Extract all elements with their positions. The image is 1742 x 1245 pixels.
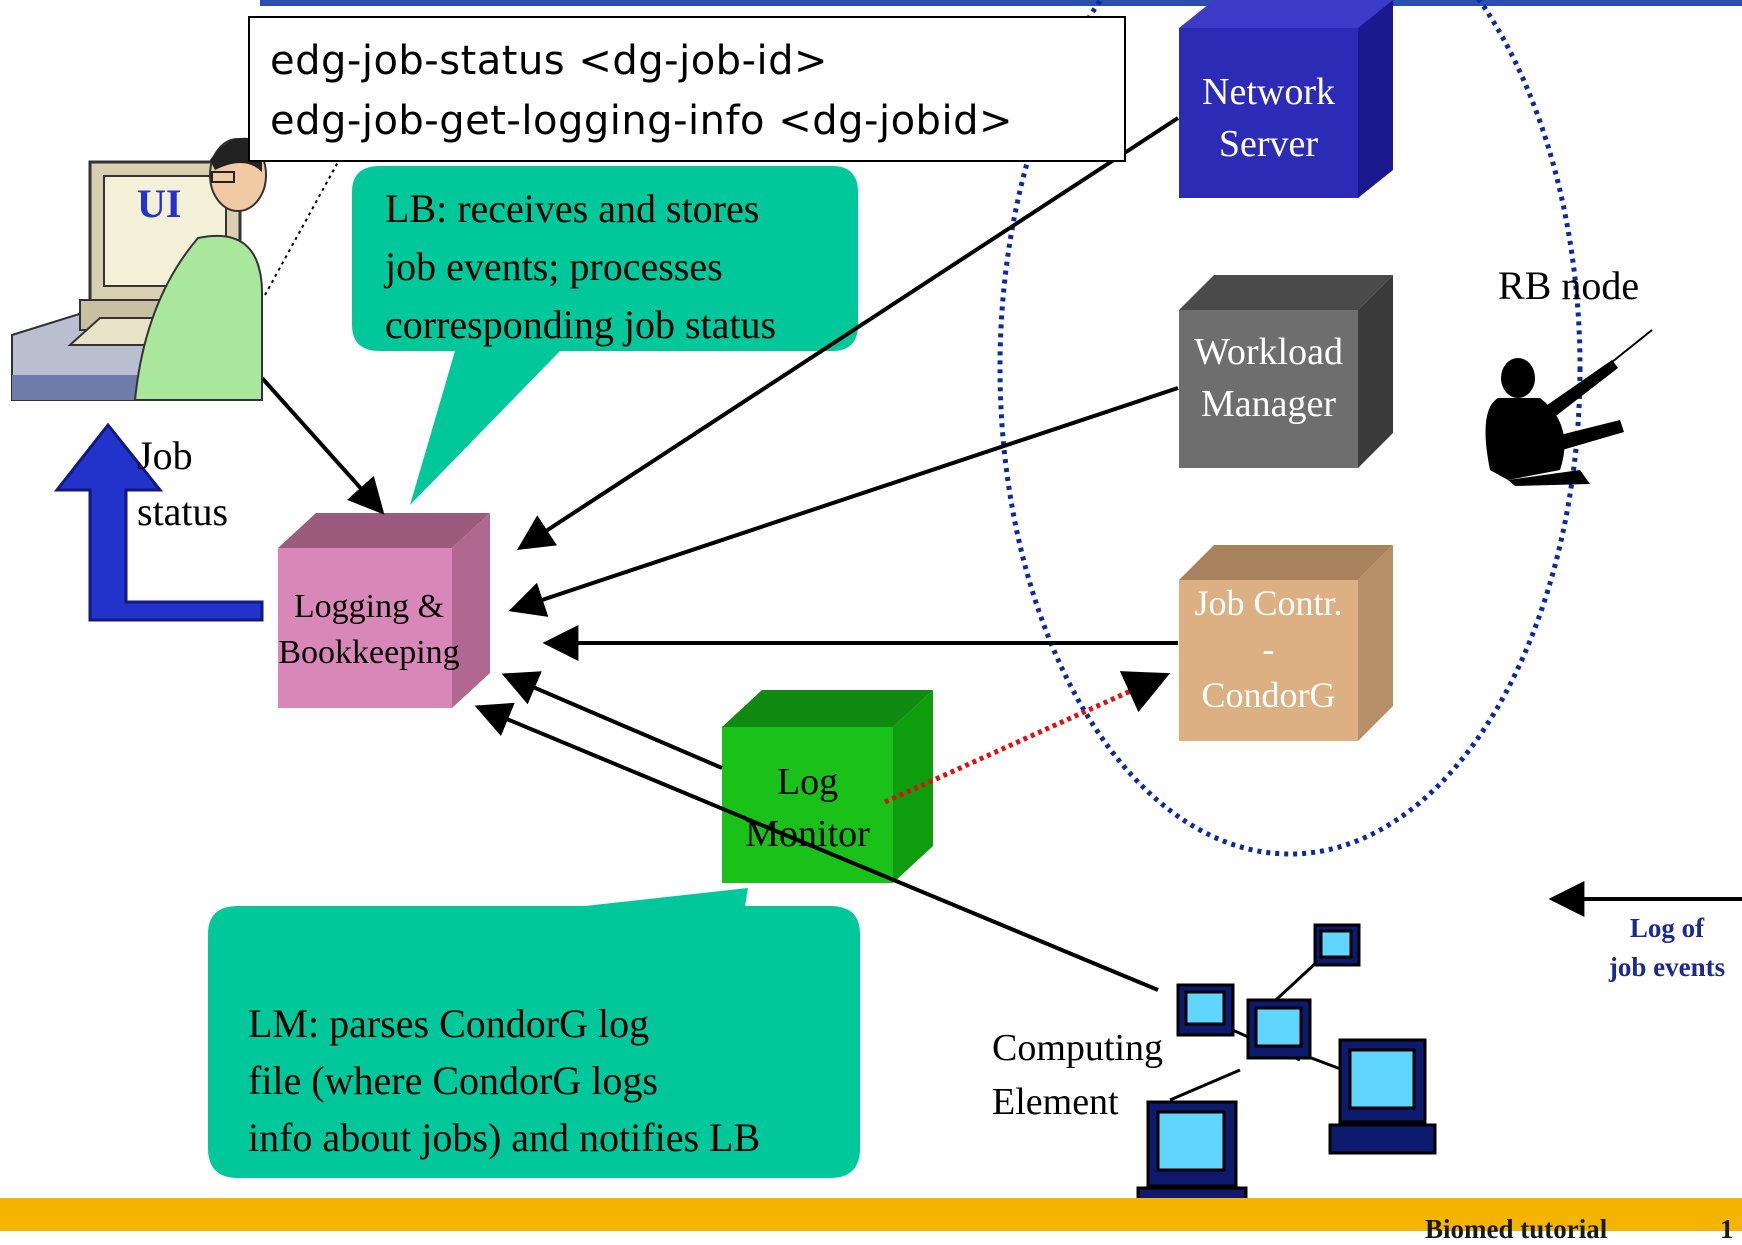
legend-label-line-2: job events (1608, 952, 1726, 982)
logging-bookkeeping-label-line-1: Logging & (293, 588, 445, 625)
arrow-ui-to-lb (260, 376, 385, 515)
job-controller-label-line-2: - (1262, 629, 1275, 669)
job-controller-label-line-3: CondorG (1201, 675, 1336, 715)
job-controller-label: Job Contr. - CondorG (1179, 580, 1358, 718)
command-box: edg-job-status <dg-job-id> edg-job-get-l… (248, 16, 1126, 162)
computing-element-label-line-2: Element (992, 1081, 1119, 1123)
dotted-link-lm-to-jc (883, 671, 1171, 805)
legend-label-line-1: Log of (1629, 913, 1705, 943)
title-bar-edge (260, 0, 1742, 6)
arrow-wm-to-lb (508, 386, 1179, 617)
job-status-label-line-1: Job (137, 433, 193, 478)
log-monitor-label-line-1: Log (776, 761, 839, 803)
computing-element-icon (1136, 923, 1437, 1218)
command-line-1: edg-job-status <dg-job-id> (270, 38, 829, 84)
log-monitor-cube (722, 690, 933, 883)
workload-manager-label: Workload Manager (1179, 326, 1358, 430)
job-status-label-line-2: status (137, 489, 229, 534)
lb-callout-line-2: job events; processes (385, 244, 723, 289)
rb-node-label: RB node (1498, 263, 1640, 308)
lm-callout-bubble (208, 888, 860, 1178)
job-controller-label-line-1: Job Contr. (1194, 583, 1343, 623)
job-controller-cube (1179, 545, 1393, 741)
network-server-label-line-2: Server (1218, 123, 1319, 165)
arrow-ns-to-lb (516, 116, 1180, 550)
workload-manager-label-line-1: Workload (1194, 331, 1343, 373)
logging-bookkeeping-label-line-2: Bookkeeping (278, 634, 460, 671)
network-server-cube (1179, 0, 1393, 198)
network-server-label-line-1: Network (1202, 71, 1335, 113)
lb-callout-line-3: corresponding job status (385, 302, 777, 347)
ui-label: UI (137, 181, 182, 226)
computing-element-label-line-1: Computing (992, 1027, 1164, 1069)
conductor-icon (1485, 329, 1653, 486)
lm-callout-line-1: LM: parses CondorG log (248, 1001, 650, 1046)
log-monitor-label: Log Monitor (722, 756, 893, 860)
network-server-label: Network Server (1179, 66, 1358, 170)
lm-callout-line-2: file (where CondorG logs (248, 1058, 658, 1103)
lb-callout-bubble (352, 166, 858, 505)
workload-manager-cube (1179, 275, 1393, 468)
log-monitor-label-line-2: Monitor (745, 813, 870, 855)
rb-node-ellipse (997, 0, 1583, 857)
lm-callout-line-3: info about jobs) and notifies LB (248, 1115, 761, 1160)
logging-bookkeeping-label: Logging & Bookkeeping (262, 584, 476, 676)
ui-command-link (264, 161, 339, 296)
workload-manager-label-line-2: Manager (1200, 383, 1337, 425)
job-status-arrow (53, 422, 264, 622)
command-line-2: edg-job-get-logging-info <dg-jobid> (270, 98, 1013, 144)
footer-page-number: 1 (1720, 1214, 1734, 1244)
footer-bar (0, 1198, 1742, 1231)
arrow-ce-to-lb (474, 702, 1159, 992)
ui-workstation-icon (11, 137, 267, 401)
arrow-lm-to-lb (501, 671, 723, 770)
logging-bookkeeping-cube (278, 513, 490, 708)
footer-text: Biomed tutorial (1425, 1214, 1608, 1244)
lb-callout-line-1: LB: receives and stores (385, 186, 760, 231)
